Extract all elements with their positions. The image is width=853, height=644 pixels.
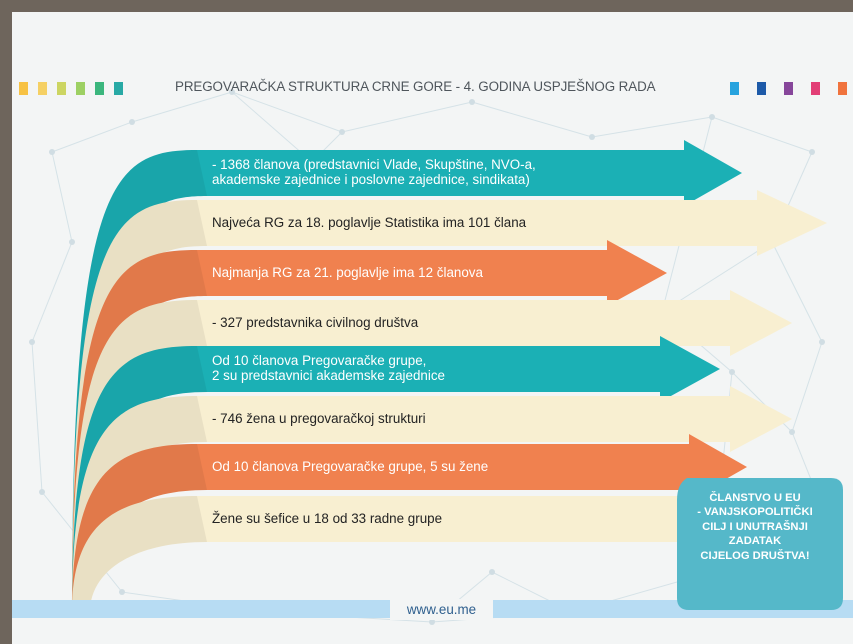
callout-line: CIJELOG DRUŠTVA! — [700, 549, 810, 562]
network-node — [429, 619, 435, 625]
band-text-line: - 746 žena u pregovaračkoj strukturi — [212, 410, 426, 426]
arrow-band — [72, 434, 747, 612]
color-square — [114, 82, 123, 95]
network-node — [819, 339, 825, 345]
color-square — [730, 82, 739, 95]
arrow-bands — [72, 140, 827, 612]
arrow-band — [72, 240, 667, 612]
band-text-line: Od 10 članova Pregovaračke grupe, — [212, 353, 427, 368]
callout-box — [677, 478, 843, 610]
color-square — [95, 82, 104, 95]
network-link — [711, 116, 813, 153]
network-node — [229, 89, 235, 95]
header-title: PREGOVARAČKA STRUKTURA CRNE GORE - 4. GO… — [175, 79, 656, 94]
network-node — [789, 429, 795, 435]
callout-line: - VANJSKOPOLITIČKI — [697, 506, 813, 519]
network-node — [339, 129, 345, 135]
band-text: - 1368 članova (predstavnici Vlade, Skup… — [212, 157, 536, 187]
band-text-line: akademske zajednice i poslovne zajednice… — [212, 172, 530, 187]
band-text: Od 10 članova Pregovaračke grupe, 5 su ž… — [212, 459, 488, 474]
color-square — [76, 82, 85, 95]
band-text-line: Najmanja RG za 21. poglavlje ima 12 član… — [212, 264, 483, 280]
network-node — [589, 134, 595, 140]
color-square — [57, 82, 66, 95]
arrow-band — [72, 386, 792, 612]
network-link — [771, 241, 823, 343]
network-link — [31, 241, 73, 343]
network-node — [469, 99, 475, 105]
network-link — [51, 151, 73, 243]
arrow-band-shade — [72, 496, 207, 612]
network-node — [729, 369, 735, 375]
arrow-band-shade — [72, 444, 207, 612]
callout-line: ZADATAK — [728, 535, 782, 548]
band-text: Od 10 članova Pregovaračke grupe,2 su pr… — [212, 353, 445, 383]
band-text-line: 2 su predstavnici akademske zajednice — [212, 368, 445, 383]
color-square — [811, 82, 820, 95]
arrow-band — [72, 190, 827, 612]
band-text-line: Od 10 članova Pregovaračke grupe, 5 su ž… — [212, 458, 489, 474]
color-square — [757, 82, 766, 95]
arrow-band — [72, 336, 720, 612]
network-node — [39, 489, 45, 495]
network-node — [119, 589, 125, 595]
callout-shape — [677, 478, 843, 610]
arrow-band-shade — [72, 396, 207, 612]
network-node — [29, 339, 35, 345]
color-square — [19, 82, 28, 95]
color-square — [38, 82, 47, 95]
band-text: Najveća RG za 18. poglavlje Statistika i… — [212, 215, 526, 230]
network-node — [69, 239, 75, 245]
band-text: Najmanja RG za 21. poglavlje ima 12 član… — [212, 265, 483, 280]
band-text: - 327 predstavnika civilnog društva — [212, 315, 418, 330]
callout-line: ČLANSTVO U EU — [709, 492, 801, 504]
color-square — [784, 82, 793, 95]
band-text-line: - 1368 članova (predstavnici Vlade, Skup… — [212, 157, 536, 172]
band-text: Žene su šefice u 18 od 33 radne grupe — [212, 511, 442, 526]
footer-url[interactable]: www.eu.me — [390, 599, 493, 620]
arrow-band-shade — [72, 346, 207, 612]
arrow-band — [72, 486, 752, 612]
network-link — [341, 101, 473, 133]
callout-line: CILJ I UNUTRAŠNJI — [702, 520, 808, 533]
band-text-line: - 327 predstavnika civilnog društva — [212, 314, 419, 330]
infographic-panel: PREGOVARAČKA STRUKTURA CRNE GORE - 4. GO… — [12, 12, 853, 644]
network-link — [131, 91, 233, 123]
header: PREGOVARAČKA STRUKTURA CRNE GORE - 4. GO… — [12, 78, 853, 102]
network-link — [31, 341, 43, 493]
network-node — [489, 569, 495, 575]
arrow-band — [72, 140, 742, 612]
network-link — [231, 91, 343, 133]
band-text-line: Žene su šefice u 18 od 33 radne grupe — [212, 510, 443, 526]
color-square — [838, 82, 847, 95]
band-text: - 746 žena u pregovaračkoj strukturi — [212, 411, 426, 426]
arrow-band-shade — [72, 300, 207, 612]
arrow-band — [72, 290, 792, 612]
network-node — [809, 149, 815, 155]
arrow-band-shade — [72, 250, 207, 612]
network-link — [51, 121, 133, 153]
network-link — [471, 101, 593, 138]
network-node — [709, 114, 715, 120]
network-link — [791, 341, 823, 433]
network-link — [591, 116, 713, 138]
network-node — [49, 149, 55, 155]
network-node — [129, 119, 135, 125]
band-text-line: Najveća RG za 18. poglavlje Statistika i… — [212, 214, 527, 230]
